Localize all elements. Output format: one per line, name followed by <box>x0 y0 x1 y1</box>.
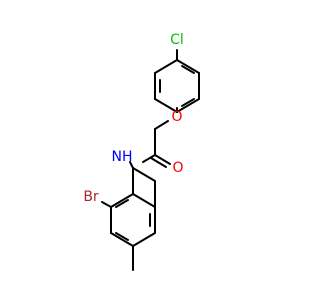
bond <box>115 232 129 241</box>
bond <box>132 232 156 247</box>
bond <box>176 98 200 113</box>
bond <box>181 98 195 107</box>
atom-labels: Cl O O NH Br <box>83 32 184 205</box>
bond <box>150 157 167 168</box>
amide-nitrogen-atom-label: NH <box>112 149 133 165</box>
bond <box>142 154 156 163</box>
bromine-atom-label: Br <box>83 189 99 205</box>
bond <box>176 59 200 74</box>
bond <box>101 201 112 208</box>
bond <box>154 59 178 74</box>
bond <box>110 232 134 247</box>
bond <box>129 161 134 169</box>
molecule-structure-diagram: Cl O O NH Br <box>83 32 200 271</box>
bond <box>132 167 156 182</box>
bond <box>154 98 178 113</box>
bond <box>115 199 129 208</box>
bond <box>110 193 134 208</box>
bond <box>181 65 195 74</box>
chlorine-atom-label: Cl <box>170 32 184 48</box>
bond <box>132 193 156 208</box>
bond <box>154 120 169 130</box>
bond <box>154 154 171 165</box>
ether-oxygen-atom-label: O <box>171 109 182 125</box>
bond-lines <box>101 49 200 271</box>
carbonyl-oxygen-atom-label: O <box>172 160 183 176</box>
